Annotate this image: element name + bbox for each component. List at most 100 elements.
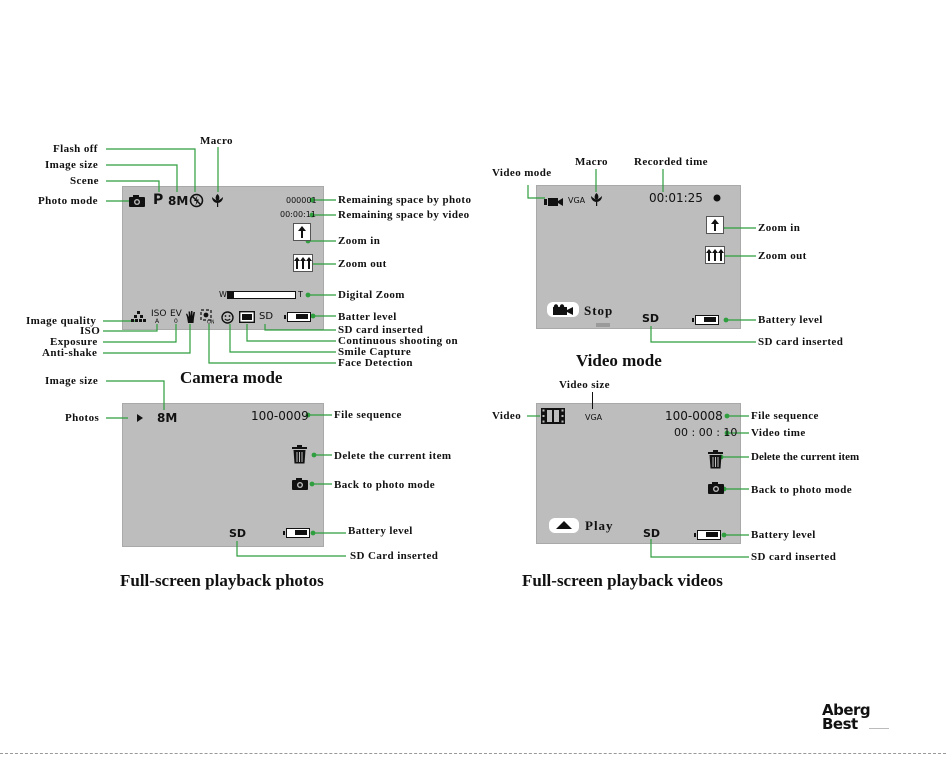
label-flash-off: Flash off [53,143,98,155]
label-video-sd-card-inserted: SD card inserted [758,336,844,348]
video-zoom-in-arrow-icon [711,219,719,231]
image-size-indicator: 8M [168,194,189,208]
label-photo-battery-level: Battery level [348,525,413,537]
label-iso: ISO [80,325,101,337]
label-scene: Scene [70,175,99,187]
image-quality-icon [131,311,146,322]
label-video-time: Video time [751,427,806,439]
stop-label: Stop [584,303,614,318]
photo-back-camera-icon [292,478,308,490]
label-smile-capture: Smile Capture [338,346,412,358]
label-video-mode: Video mode [492,167,552,179]
zoom-bar-t-label: T [298,290,303,299]
play-eject-triangle-icon [556,521,572,529]
record-dot-icon [713,194,721,202]
label-photo-mode: Photo mode [38,195,98,207]
label-remaining-photo: Remaining space by photo [338,194,472,206]
label-video-zoom-in: Zoom in [758,222,801,234]
page-bottom-dashed-line [0,753,946,754]
label-video-playback-battery-level: Battery level [751,529,816,541]
video-zoom-out-arrows-icon [706,249,724,261]
photo-trash-icon [292,445,307,464]
label-video-playback-sd-card-inserted: SD card inserted [751,551,837,563]
zoom-bar-w-label: W [219,290,227,299]
video-playback-sd-indicator: SD [643,527,661,540]
label-sd-card-inserted: SD card inserted [338,324,424,336]
label-video-back-photo-mode: Back to photo mode [751,484,853,496]
label-video-delete-current: Delete the current item [751,451,860,463]
zoom-in-arrow-icon [298,226,306,238]
label-photo-back-photo-mode: Back to photo mode [334,479,436,491]
face-detection-icon: ON [200,309,214,324]
video-playback-time: 00 : 00 : 10 [674,426,738,439]
logo-accent-bar [869,728,889,729]
camera-sd-indicator: SD [259,311,274,322]
playback-image-size: 8M [157,411,178,425]
play-triangle-icon [137,414,143,422]
label-video-file-sequence: File sequence [751,410,819,422]
photo-battery-icon [283,528,310,538]
flash-off-icon [189,193,204,208]
camera-battery-icon [284,312,311,322]
label-digital-zoom: Digital Zoom [338,289,405,301]
video-playback-battery-icon [694,530,721,540]
remaining-photo-count: 000001 [286,196,317,205]
smile-capture-icon [221,311,234,324]
digital-zoom-bar [227,291,296,299]
video-screen-tab-mark [596,323,610,327]
camera-icon [129,195,145,207]
label-zoom-out: Zoom out [338,258,387,270]
video-camera-icon [544,198,563,206]
logo-line-2: Best [822,715,858,733]
film-strip-icon [541,408,565,424]
ev-indicator: EV [170,309,182,319]
label-remaining-video: Remaining space by video [338,209,470,221]
recorded-time: 00:01:25 [649,191,703,205]
label-macro: Macro [200,135,233,147]
label-photo-sd-card-inserted: SD Card inserted [350,550,439,562]
iso-indicator: ISO [151,309,167,319]
label-photo-file-sequence: File sequence [334,409,402,421]
label-batter-level: Batter level [338,311,397,323]
label-exposure: Exposure [50,336,98,348]
video-battery-icon [692,315,719,325]
stop-video-camera-icon [553,304,573,315]
remaining-video-time: 00:00:11 [280,210,316,219]
label-anti-shake: Anti-shake [42,347,98,359]
label-photo-delete-current: Delete the current item [334,450,452,462]
video-macro-flower-icon [591,193,602,206]
label-video-zoom-out: Zoom out [758,250,807,262]
brand-logo: Aberg Best [820,703,900,737]
label-image-size: Image size [45,159,99,171]
video-trash-icon [708,450,723,469]
label-image-quality: Image quality [26,315,97,327]
camera-mode-screen [122,186,324,330]
video-resolution-indicator: VGA [568,196,586,205]
label-playback-image-size: Image size [45,375,99,387]
playback-photos-screen [122,403,324,547]
title-playback-photos: Full-screen playback photos [120,571,324,590]
video-back-camera-icon [708,482,724,494]
ev-value: 0 [174,318,178,325]
logo-line-1: Aberg [822,701,871,719]
label-video: Video [492,410,522,422]
label-recorded-time: Recorded time [634,156,708,168]
title-video-mode: Video mode [576,351,662,370]
video-file-number: 100-0008 [665,409,723,423]
photo-sd-indicator: SD [229,527,247,540]
video-sd-indicator: SD [642,312,660,325]
play-label: Play [585,518,614,533]
label-continuous-shooting: Continuous shooting on [338,335,459,347]
scene-indicator: P [153,192,164,208]
label-face-detection: Face Detection [338,357,413,369]
zoom-out-arrows-icon [294,257,312,269]
iso-value: A [155,318,160,325]
macro-flower-icon [212,194,223,207]
svg-text:ON: ON [207,320,214,325]
photo-file-number: 100-0009 [251,409,309,423]
label-video-battery-level: Battery level [758,314,823,326]
label-zoom-in: Zoom in [338,235,381,247]
title-playback-videos: Full-screen playback videos [522,571,723,590]
